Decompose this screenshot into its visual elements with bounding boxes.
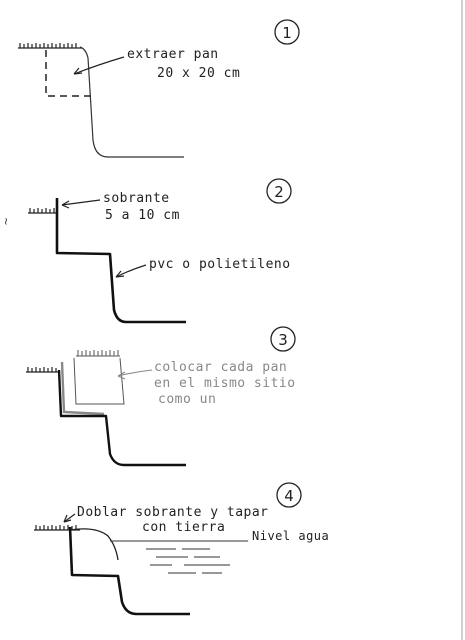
step-3-label: colocar cada pan [154, 360, 287, 375]
step-number-circle [274, 19, 300, 45]
grass-surface [28, 208, 56, 214]
step-2: 2 sobrante 5 a 10 cm pvc o polietileno [28, 178, 292, 324]
step-number-circle [270, 326, 296, 352]
sod-piece [73, 350, 125, 405]
step-1-label: extraer pan [127, 47, 219, 62]
arrow-icon [73, 56, 125, 75]
step-3-number: 3 [270, 326, 296, 352]
step-number: 3 [278, 331, 288, 349]
cut-square-dashed [45, 50, 96, 97]
step-2-material: pvc o polietileno [149, 257, 291, 272]
step-2-number: 2 [266, 178, 292, 204]
step-number: 1 [282, 24, 292, 42]
step-4-label: Doblar sobrante y tapar [77, 505, 269, 520]
step-number-circle [276, 482, 302, 508]
arrow-icon [63, 513, 76, 523]
liner-profile [55, 198, 186, 324]
step-1-number: 1 [274, 19, 300, 45]
margin-mark: ~ [0, 217, 13, 225]
step-4: 4 Doblar sobrante y tapar con tierra Niv… [34, 482, 329, 616]
arrow-icon [117, 369, 153, 380]
water-level-label: Nivel agua [252, 529, 329, 543]
step-3-label-3: como un [158, 392, 216, 407]
pond-profile [79, 46, 184, 158]
step-3: 3 colocar cada pan en el mismo sitio com… [26, 326, 296, 467]
step-number-circle [266, 178, 292, 204]
step-2-label: sobrante [103, 191, 170, 206]
grass-surface [26, 367, 58, 373]
step-3-label-2: en el mismo sitio [154, 376, 296, 391]
pond-profile [68, 526, 190, 616]
water-surface [146, 548, 230, 574]
step-number: 4 [284, 487, 294, 505]
arrow-icon [115, 264, 147, 278]
step-number: 2 [274, 183, 284, 201]
arrow-icon [61, 199, 101, 209]
pond-profile [57, 369, 186, 467]
grass-surface [18, 43, 82, 49]
folded-soil [69, 528, 119, 561]
step-1-size: 20 x 20 cm [157, 66, 240, 81]
step-1: 1 extraer pan 20 x 20 cm [18, 19, 300, 158]
step-2-size: 5 a 10 cm [105, 208, 180, 223]
step-4-label-2: con tierra [142, 520, 225, 535]
step-4-number: 4 [276, 482, 302, 508]
liner-pencil [60, 361, 105, 416]
